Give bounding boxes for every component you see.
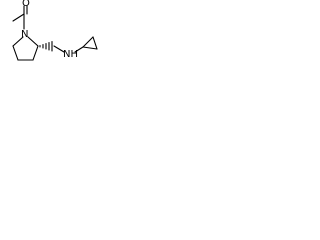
bond-ring-n-c5 [12,36,24,47]
bond-cyclopropyl-b [92,36,98,50]
bond-cyclopropyl-a [82,36,94,48]
atom-label-ring-nitrogen: N [21,29,28,40]
stereo-hash-bond [39,40,53,52]
bond-ch2-amine [53,45,65,53]
molecule-structure-diagram: O N NH [12,0,98,61]
bond-methyl-carbonyl [12,13,25,22]
bond-amine-cyclopropyl [74,46,84,53]
bond-cyclopropyl-c [82,46,98,50]
bond-ring-c2-n [27,36,39,47]
atom-label-amine: NH [63,49,78,60]
bond-ring-c3-c2 [32,45,39,61]
bond-ring-c5-c4 [12,45,19,61]
atom-label-oxygen: O [22,0,30,9]
